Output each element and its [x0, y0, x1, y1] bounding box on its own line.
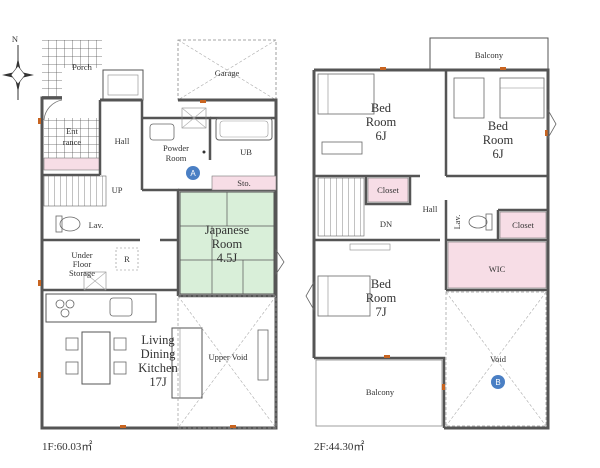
kitchen-counter	[45, 293, 157, 323]
wic-area	[447, 241, 547, 289]
upper-void-area	[177, 295, 277, 429]
floor-2-caption: 2F:44.30㎡	[314, 440, 364, 453]
compass-north-label: N	[12, 34, 18, 44]
bed-room-1-label-1: Bed	[371, 101, 392, 115]
dn-stairs-label: DN	[380, 219, 392, 229]
marker-a: A	[186, 166, 200, 180]
balcony-bottom-label: Balcony	[366, 387, 395, 397]
marker-a-label: A	[190, 169, 196, 178]
entrance-label-1: Ent	[66, 126, 78, 136]
porch-tiles	[42, 40, 102, 68]
powder-room-label-2: Room	[166, 153, 187, 163]
bed-room-3-label-3: 7J	[375, 305, 386, 319]
upper-void-label: Upper Void	[208, 352, 248, 362]
bed-room-2-label-1: Bed	[488, 119, 509, 133]
lav-1f-label: Lav.	[89, 220, 104, 230]
bed-room-2-label-3: 6J	[492, 147, 503, 161]
porch-label: Porch	[72, 62, 93, 72]
r-mark-label: R	[124, 254, 130, 264]
stairs-2f	[317, 177, 365, 237]
bed-room-1-label-2: Room	[366, 115, 397, 129]
entrance-label-2: rance	[63, 137, 82, 147]
dining-table	[81, 331, 111, 385]
marker-b: B	[491, 375, 505, 389]
floor-2-plan: B Balcony Bed Room 6J Bed Room 6J Closet…	[305, 37, 557, 453]
stairs-1f	[43, 175, 107, 207]
hall-label: Hall	[115, 136, 130, 146]
bed-room-1-label-3: 6J	[375, 129, 386, 143]
ldk-label-4: 17J	[149, 375, 167, 389]
closet-1-label: Closet	[377, 185, 399, 195]
under-floor-label-3: Storage	[69, 268, 95, 278]
balcony-bottom	[315, 359, 443, 427]
under-floor-label-1: Under	[71, 250, 92, 260]
marker-b-label: B	[495, 378, 500, 387]
powder-room-label-1: Powder	[163, 143, 189, 153]
up-stairs-label: UP	[112, 185, 123, 195]
ub-label: UB	[240, 147, 252, 157]
bed-room-3-label-1: Bed	[371, 277, 392, 291]
under-floor-label-2: Floor	[73, 259, 92, 269]
closet-2-label: Closet	[512, 220, 534, 230]
floor-1-caption: 1F:60.03㎡	[42, 440, 92, 453]
entrance-floor	[44, 118, 100, 158]
storage-1f	[211, 175, 277, 191]
floor-1-plan: A Porch Garage Ent rance Hall Powder Roo…	[38, 39, 285, 453]
void-label: Void	[490, 354, 507, 364]
ldk-label-3: Kitchen	[138, 361, 178, 375]
japanese-room-label-1: Japanese	[205, 223, 250, 237]
ldk-label-1: Living	[141, 333, 175, 347]
bed-room-3-label-2: Room	[366, 291, 397, 305]
hall-2f-label: Hall	[423, 204, 438, 214]
closet-2	[499, 211, 547, 239]
storage-1f-label: Sto.	[237, 178, 250, 188]
lav-2f-label: Lav.	[452, 215, 462, 230]
bed-room-2-label-2: Room	[483, 133, 514, 147]
japanese-room-label-3: 4.5J	[217, 251, 238, 265]
void-area	[445, 291, 547, 427]
garage-label: Garage	[215, 68, 240, 78]
sofa	[171, 327, 203, 399]
japanese-room-label-2: Room	[212, 237, 243, 251]
unit-bath-tub	[215, 117, 273, 141]
balcony-top-label: Balcony	[475, 50, 504, 60]
ldk-label-2: Dining	[141, 347, 176, 361]
closet-1	[367, 177, 409, 203]
wic-label: WIC	[489, 264, 506, 274]
compass: N	[2, 34, 34, 100]
